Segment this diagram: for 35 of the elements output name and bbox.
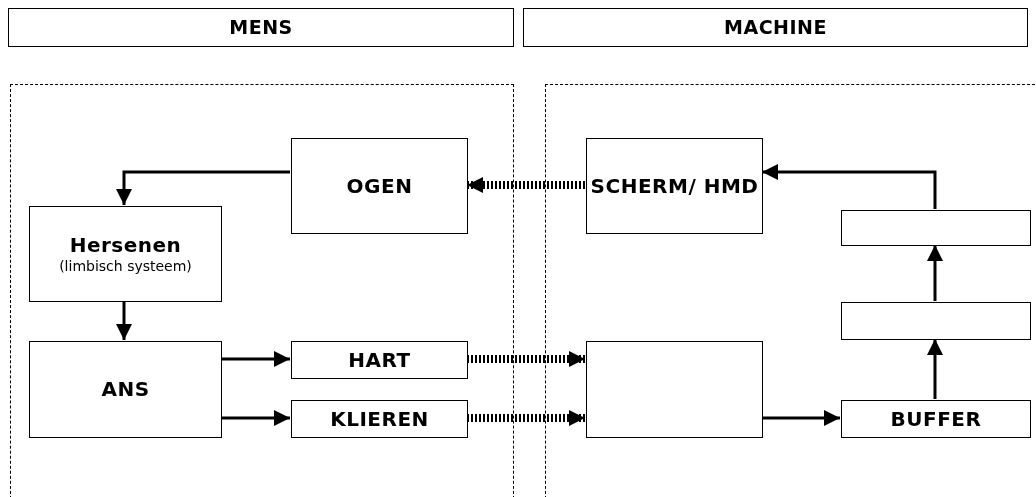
process-box bbox=[841, 400, 1031, 438]
process-box bbox=[586, 138, 763, 234]
process-box bbox=[291, 138, 468, 234]
arrow bbox=[927, 339, 943, 399]
box-title: HART bbox=[348, 347, 411, 373]
process-box bbox=[841, 210, 1031, 246]
dashed-group-box bbox=[10, 84, 514, 497]
arrow bbox=[221, 351, 290, 367]
box-title: Hersenen bbox=[69, 233, 182, 259]
arrow bbox=[927, 245, 943, 301]
arrow bbox=[221, 410, 290, 426]
box-title: BUFFER bbox=[890, 406, 982, 432]
box-title: SCHERM/ HMD bbox=[590, 173, 759, 199]
dotted-arrow bbox=[467, 410, 585, 426]
dashed-group-box bbox=[545, 84, 1036, 497]
box-title: MACHINE bbox=[724, 15, 827, 40]
process-box bbox=[586, 341, 763, 438]
process-box bbox=[29, 206, 222, 302]
dotted-arrow bbox=[467, 351, 585, 367]
arrow bbox=[762, 410, 840, 426]
arrow bbox=[116, 301, 132, 340]
process-box bbox=[291, 400, 468, 438]
header-box bbox=[523, 8, 1028, 47]
dotted-arrow bbox=[467, 177, 585, 193]
process-box bbox=[291, 341, 468, 379]
box-title: MENS bbox=[229, 15, 293, 40]
process-box bbox=[841, 302, 1031, 340]
box-title: ANS bbox=[101, 377, 150, 402]
box-title: KLIEREN bbox=[330, 406, 429, 432]
arrow bbox=[762, 164, 937, 209]
box-title: OGEN bbox=[346, 173, 413, 199]
box-subtitle: (limbisch systeem) bbox=[59, 258, 192, 275]
header-box bbox=[8, 8, 514, 47]
arrow bbox=[116, 170, 290, 205]
process-box bbox=[29, 341, 222, 438]
